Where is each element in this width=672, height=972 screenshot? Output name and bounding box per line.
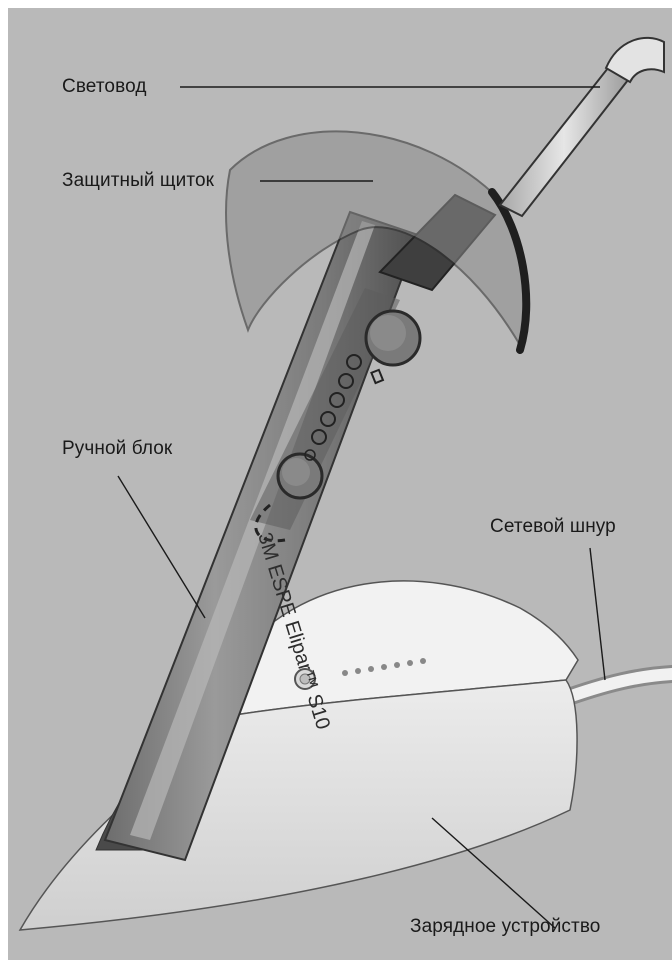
label-power-cord: Сетевой шнур bbox=[490, 516, 616, 538]
label-protective-shield: Защитный щиток bbox=[62, 170, 214, 192]
label-charger: Зарядное устройство bbox=[410, 916, 600, 938]
label-handpiece: Ручной блок bbox=[62, 438, 172, 460]
label-light-guide: Световод bbox=[62, 76, 147, 98]
